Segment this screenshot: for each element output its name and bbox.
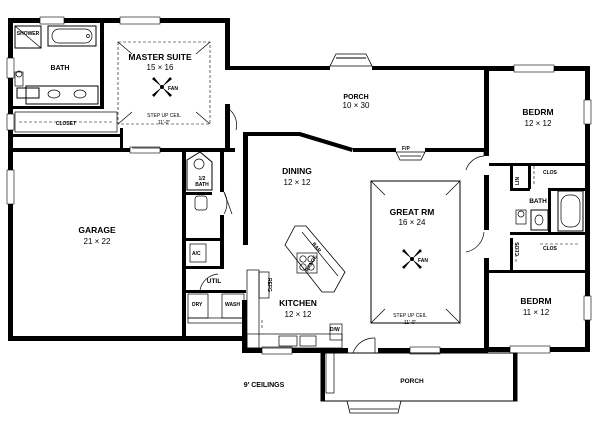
dryer-label: DRY	[192, 302, 203, 308]
utility-label: UTIL	[207, 278, 221, 285]
bedroom-1-label: BEDRM	[522, 107, 553, 117]
fireplace-label: F/P	[402, 146, 410, 152]
fan-label-great: FAN	[418, 258, 428, 264]
master-suite-dims: 15 × 16	[147, 63, 174, 72]
ceiling-fan-master	[152, 77, 172, 97]
closet-1-label: CLOS	[543, 170, 558, 176]
fixture-labels: F/P A/C DRY WASH REFG RANGE BAR D/W LIN …	[168, 86, 558, 333]
great-ceiling-note: STEP UP CEIL	[393, 313, 427, 319]
closet-3-label: CLOS	[515, 241, 521, 256]
half-bath-fixtures	[186, 151, 245, 324]
door-swings	[132, 109, 485, 354]
bedroom-2-label: BEDRM	[520, 296, 551, 306]
ceilings-note: 9' CEILINGS	[244, 382, 285, 389]
dishwasher-label: D/W	[330, 327, 340, 333]
bedroom-1-dims: 12 × 12	[525, 119, 552, 128]
rear-porch	[329, 53, 485, 156]
master-ceiling-note: STEP UP CEIL	[147, 113, 181, 119]
master-step-ceiling	[117, 41, 211, 125]
master-bath-fixtures	[14, 25, 118, 133]
windows	[6, 16, 592, 355]
rear-porch-dims: 10 × 30	[343, 101, 370, 110]
half-bath-label-1: 1/2	[199, 176, 206, 182]
great-room-details	[370, 151, 461, 324]
rear-porch-label: PORCH	[343, 94, 368, 101]
closet-2-label: CLOS	[543, 246, 558, 252]
refrigerator-label: REFG	[266, 278, 272, 292]
great-ceiling-height: 11'-0"	[404, 320, 417, 326]
master-ceiling-height: 11'-0"	[158, 120, 171, 126]
master-suite-label: MASTER SUITE	[128, 52, 192, 62]
room-labels: MASTER SUITE 15 × 16 STEP UP CEIL 11'-0"…	[17, 31, 554, 385]
garage-label: GARAGE	[78, 225, 116, 235]
dining-label: DINING	[282, 166, 312, 176]
fan-label-master: FAN	[168, 86, 178, 92]
dining-dims: 12 × 12	[284, 178, 311, 187]
linen-label: LIN	[515, 177, 521, 185]
great-room-label: GREAT RM	[390, 207, 435, 217]
half-bath-label-2: BATH	[195, 182, 209, 188]
garage-dims: 21 × 22	[84, 237, 111, 246]
kitchen-dims: 12 × 12	[285, 310, 312, 319]
kitchen-label: KITCHEN	[279, 298, 317, 308]
right-bath-fixtures	[515, 166, 584, 264]
front-porch	[320, 352, 518, 414]
front-porch-label: PORCH	[400, 378, 424, 385]
ceiling-fan-great	[402, 249, 422, 269]
ac-label: A/C	[192, 251, 201, 257]
great-room-dims: 16 × 24	[399, 218, 426, 227]
master-bath-label: BATH	[51, 65, 70, 72]
bar-label: BAR	[310, 242, 322, 255]
interior-walls	[13, 23, 585, 352]
shower-label: SHOWER	[17, 31, 40, 37]
hall-bath-label: BATH	[529, 198, 547, 205]
closet-label: CLOSET	[56, 121, 76, 127]
washer-label: WASH	[225, 302, 240, 308]
kitchen-details	[246, 225, 346, 349]
bedroom-2-dims: 11 × 12	[523, 308, 550, 317]
